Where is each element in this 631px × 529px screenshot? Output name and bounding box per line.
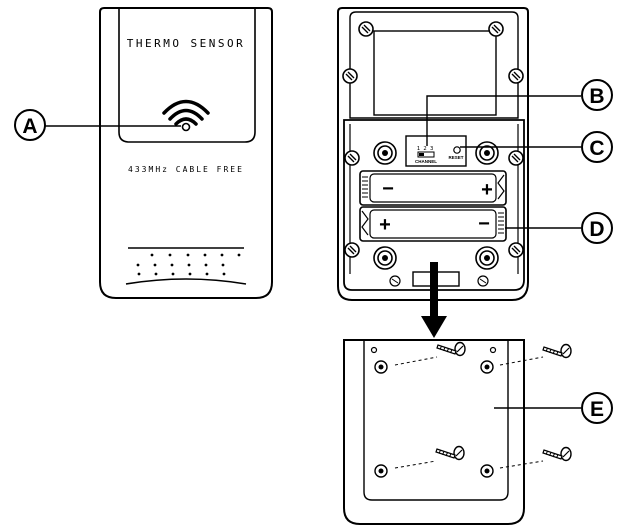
reset-button [453,146,461,154]
battery-top-plus: + [481,179,493,201]
callout-b: B [426,79,613,146]
callout-d: D [505,212,613,244]
screw-icon [542,446,572,462]
screw-icon [542,343,572,359]
cover-hole [480,360,494,374]
ventilation-holes [125,247,247,285]
channel-switch [417,151,435,158]
removal-arrow [421,262,447,338]
front-title: THERMO SENSOR [127,37,246,50]
led-indicator [181,122,191,132]
screw-head [508,150,524,166]
sensor-front: THERMO SENSOR 433MHz CABLE FREE [99,7,273,299]
cover-outline [343,339,525,525]
battery-bottom-plus: + [379,214,391,236]
screw-head [342,68,358,84]
callout-a-letter: A [22,115,37,138]
mounting-post [475,246,499,270]
back-label-area [373,30,497,116]
screw-head [344,242,360,258]
front-subtitle: 433MHz CABLE FREE [128,165,244,174]
callout-b-letter: B [589,85,604,108]
wireless-signal-icon [162,99,210,132]
screw-head [344,150,360,166]
cover-hole [374,360,388,374]
mounting-post [475,141,499,165]
battery-top-minus: − [382,178,394,200]
cover-hole [374,464,388,478]
callout-e-letter: E [590,398,604,421]
screw-head [358,21,374,37]
callout-c-letter: C [589,137,604,160]
callout-a: A [14,109,181,141]
reset-label: RESET [448,155,463,160]
mounting-post [373,246,397,270]
screw-head [488,21,504,37]
battery-top: − + [359,170,507,206]
callout-c: C [460,131,613,163]
callout-e: E [494,392,613,424]
screw-head [508,242,524,258]
battery-cover [343,339,572,525]
sensor-back: 1 2 3 CHANNEL RESET − + + − [337,7,529,301]
screw-head [508,68,524,84]
front-display-panel [118,8,256,143]
mounting-post [373,141,397,165]
battery-bottom: + − [359,206,507,242]
cover-hole [480,464,494,478]
channel-numbers: 1 2 3 [417,146,434,152]
sensor-front-housing [99,7,273,299]
channel-label: CHANNEL [415,159,437,164]
battery-bottom-minus: − [478,213,490,235]
callout-d-letter: D [589,218,604,241]
